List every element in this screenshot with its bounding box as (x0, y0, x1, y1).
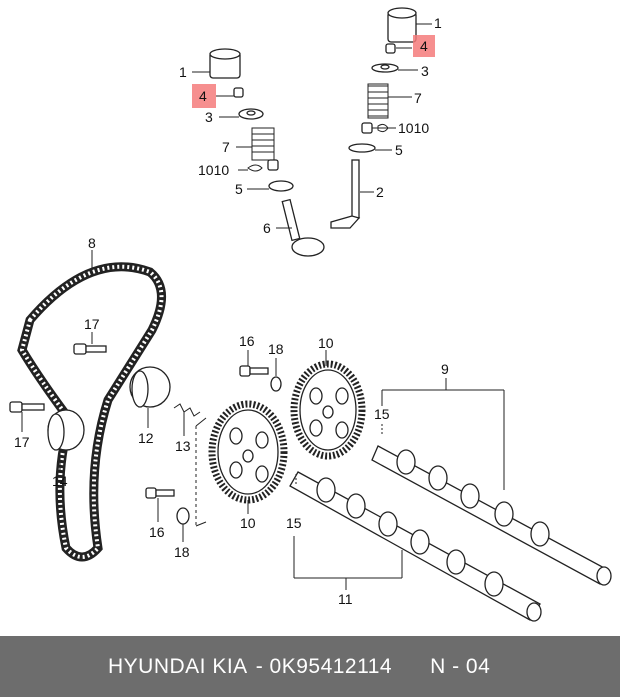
right-valve-assembly (330, 7, 435, 229)
label-bolt-upper: 17 (84, 316, 100, 332)
label-bolt-left: 17 (14, 434, 30, 450)
label-collet-left: 4 (199, 88, 207, 104)
label-small-spring: 13 (175, 438, 191, 454)
label-camshaft-lower: 11 (338, 591, 353, 607)
label-gear-bolt-lower: 16 (149, 524, 165, 540)
label-seat-right: 5 (395, 142, 403, 158)
label-tensioner: 14 (52, 473, 68, 489)
label-tappet-right: 1 (434, 15, 442, 31)
label-pin-lower: 15 (286, 515, 302, 531)
collet-left (216, 87, 244, 98)
label-tappet-left: 1 (179, 64, 187, 80)
label-spring-right: 7 (414, 90, 422, 106)
label-gear-upper: 10 (318, 335, 334, 351)
left-valve-assembly (192, 48, 325, 257)
label-retainer-left: 3 (205, 109, 213, 125)
tensioner-pulley (47, 409, 85, 470)
label-valve-right: 2 (376, 184, 384, 200)
small-spring (173, 403, 201, 436)
retainer-left (219, 108, 264, 120)
retainer-right (371, 63, 418, 73)
valve-left (276, 198, 325, 257)
highlight-collet-left (192, 84, 216, 108)
bolt-left (9, 401, 45, 432)
gear-bolt-upper (239, 350, 269, 377)
label-spring-left: 7 (222, 139, 230, 155)
exploded-parts-diagram: 1 4 3 7 1010 5 2 1 4 3 7 1010 5 6 8 17 1… (9, 7, 612, 622)
gear-washer-lower (176, 507, 190, 542)
tappet-right (387, 7, 432, 43)
label-retainer-right: 3 (421, 63, 429, 79)
label-seal-left: 1010 (198, 162, 229, 178)
label-seal-right: 1010 (398, 120, 429, 136)
part-footer-bar: HYUNDAI KIA - 0K95412114 N - 04 (0, 636, 620, 697)
label-camshaft-upper: 9 (441, 361, 449, 377)
gear-upper (290, 350, 366, 460)
valve-right (330, 159, 374, 229)
label-pin-upper: 15 (374, 406, 390, 422)
seat-right (348, 143, 392, 153)
camshaft-lower (289, 471, 542, 622)
seat-left (247, 180, 294, 192)
gear-bolt-lower (145, 487, 175, 522)
spring-left (236, 127, 275, 161)
label-gear-washer-upper: 18 (268, 341, 284, 357)
idler-pulley (129, 366, 171, 428)
label-seat-left: 5 (235, 181, 243, 197)
label-idler: 12 (138, 430, 154, 446)
label-belt: 8 (88, 235, 96, 251)
part-code-label: - 0K95412114 N - 04 (255, 654, 491, 678)
tappet-left (192, 48, 241, 79)
label-valve-left: 6 (263, 220, 271, 236)
label-gear-lower: 10 (240, 515, 256, 531)
gear-lower (208, 400, 288, 514)
label-gear-bolt-upper: 16 (239, 333, 255, 349)
seal-right (361, 122, 396, 134)
gear-washer-upper (270, 358, 282, 392)
collet-right (385, 43, 412, 54)
spring-right (367, 83, 412, 119)
highlight-collet-right (413, 35, 435, 57)
label-gear-washer-lower: 18 (174, 544, 190, 560)
bolt-upper (73, 332, 107, 355)
brand-label: HYUNDAI KIA (108, 654, 248, 678)
seal-left (238, 159, 279, 172)
label-collet-right: 4 (420, 38, 428, 54)
camshaft-upper (371, 378, 612, 586)
